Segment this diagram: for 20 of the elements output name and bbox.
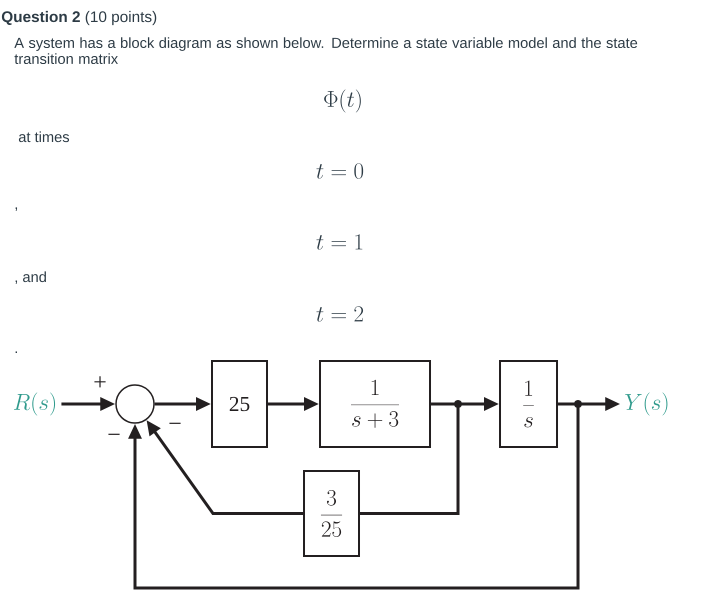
question-text: A system has a block diagram as shown below. Determine a state variable model and the state transition matrix — [14, 37, 638, 64]
prompt-text: , — [16, 207, 18, 211]
formula: $t=2$ — [316, 306, 364, 322]
block-box: $\frac{3}{25}$ — [303, 470, 360, 557]
prompt-text: . — [16, 351, 17, 353]
output-label: $Y(s)$ — [625, 392, 668, 416]
sign-label: − — [108, 434, 120, 435]
block-box: $\frac{1}{s}$ — [499, 360, 558, 448]
input-label: $R(s)$ — [14, 392, 56, 416]
formula: $t=0$ — [316, 163, 364, 179]
prompt-text: at times — [18, 131, 70, 142]
sign-label: + — [94, 376, 106, 388]
summing-junction — [115, 384, 155, 424]
block-box: 25 — [211, 360, 268, 448]
formula: $t=1$ — [316, 234, 362, 250]
formula: $\Phi(t)$ — [324, 90, 361, 113]
question-heading: Question 2 (10 points) — [2, 10, 156, 26]
block-box: $\frac{1}{s+3}$ — [319, 360, 431, 448]
prompt-text: , and — [16, 271, 46, 284]
sign-label: − — [169, 422, 181, 424]
